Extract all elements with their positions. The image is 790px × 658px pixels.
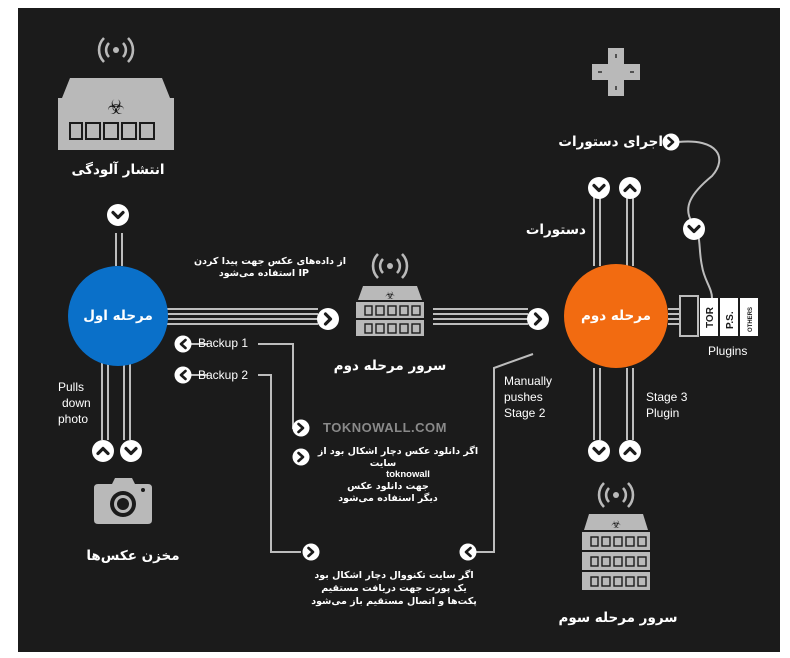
plugin-cable-chevron-icon xyxy=(681,216,707,242)
backup2-label: Backup 2 xyxy=(198,368,249,382)
stage3-plugin-label-line1: Stage 3 xyxy=(646,390,688,404)
backup2-out-chevron-icon xyxy=(458,542,478,562)
backup1-chevron-icon xyxy=(173,334,193,354)
stage1-node xyxy=(68,266,168,366)
plugin-others-label: OTHERS xyxy=(748,307,754,332)
backup1-target-chevron-icon xyxy=(291,418,311,438)
svg-text:☣: ☣ xyxy=(107,95,125,119)
backup1-note-line4: جهت دانلود عکس xyxy=(347,481,429,492)
diagram-panel: ☣ ☣ ☣ xyxy=(18,8,780,652)
backup2-note-line2: یک پورت جهت دریافت مستقیم xyxy=(321,583,467,594)
commands-up-chevron-icon xyxy=(617,175,643,201)
plugin-ps-label: P.S. xyxy=(725,311,736,329)
backup1-label: Backup 1 xyxy=(198,336,249,350)
watermark-text: TOKNOWALL.COM xyxy=(323,420,447,435)
stage2-server-label: سرور مرحله دوم xyxy=(333,358,447,374)
pulls-label-line1: Pulls xyxy=(58,380,85,394)
backup2-note-line1: اگر سایت تکنووال دچار اشکال بود xyxy=(314,570,474,581)
camera-icon xyxy=(94,478,152,524)
stage3-plugin-label-line2: Plugin xyxy=(646,406,680,420)
pulls-label-line2: down xyxy=(62,396,91,410)
infection-down-chevron-icon xyxy=(105,202,131,228)
to-stage2-chevron-icon xyxy=(525,306,551,332)
stage2-server-device: ☣ xyxy=(356,252,424,336)
svg-text:☣: ☣ xyxy=(385,289,395,302)
stage3-server-device: ☣ xyxy=(582,481,650,590)
photo-store-label: مخزن عکس‌ها xyxy=(86,548,180,564)
commands-label: دستورات xyxy=(525,222,586,238)
plugin-tor-label: TOR xyxy=(705,306,716,328)
backup2-note-line3: پکت‌ها و اتصال مستقیم باز می‌شود xyxy=(311,596,477,607)
pulls-label-line3: photo xyxy=(58,412,89,426)
manual-label-line1: Manually xyxy=(504,374,553,388)
connection-lines xyxy=(101,140,721,553)
backup2-target-chevron-icon xyxy=(301,542,321,562)
plugins-box xyxy=(679,295,758,337)
backup1-note-line1: اگر دانلود عکس دچار اشکال بود از xyxy=(317,446,479,457)
svg-text:☣: ☣ xyxy=(611,518,621,531)
backup1-note-line2: سایت xyxy=(369,458,397,469)
backup2-chevron-icon xyxy=(173,365,193,385)
infection-router-device: ☣ xyxy=(58,36,174,150)
stage2-label: مرحله دوم xyxy=(580,308,652,324)
stage2-node xyxy=(564,264,668,368)
stage3-up-chevron-icon xyxy=(617,438,643,464)
to-server2-chevron-icon xyxy=(315,306,341,332)
stage3-down-chevron-icon xyxy=(586,438,612,464)
backup1-note-line3: toknowall xyxy=(386,469,430,480)
commands-down-chevron-icon xyxy=(586,175,612,201)
photo-data-note-line1: از داده‌های عکس جهت پیدا کردن xyxy=(194,256,346,267)
exec-commands-chevron-icon xyxy=(661,132,681,152)
diagram-canvas: ☣ ☣ ☣ xyxy=(58,36,758,590)
backup1-target2-chevron-icon xyxy=(291,447,311,467)
backup1-note-line5: دیگر استفاده می‌شود xyxy=(338,493,438,504)
stage3-server-label: سرور مرحله سوم xyxy=(558,610,678,626)
plugins-label: Plugins xyxy=(708,344,748,358)
exec-commands-label: اجرای دستورات xyxy=(558,134,663,150)
manual-label-line2: pushes xyxy=(504,390,543,404)
stage1-label: مرحله اول xyxy=(83,308,153,324)
manual-label-line3: Stage 2 xyxy=(504,406,546,420)
photo-data-note-line2: IP استفاده می‌شود xyxy=(218,268,309,279)
photo-down-chevron-icon xyxy=(118,438,144,464)
command-dpad-icon xyxy=(592,48,640,96)
photo-up-chevron-icon xyxy=(90,438,116,464)
infection-spread-label: انتشار آلودگی xyxy=(71,162,165,178)
